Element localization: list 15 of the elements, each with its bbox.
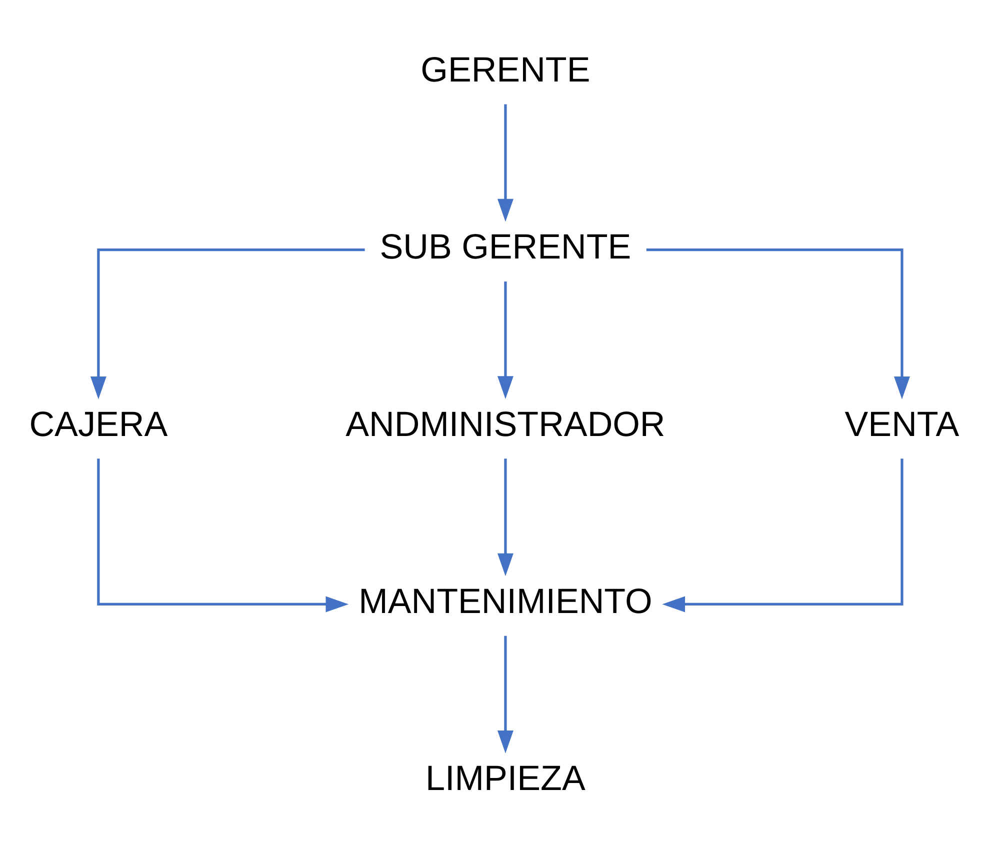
node-text: LIMPIEZA <box>426 759 586 798</box>
arrow <box>497 636 514 754</box>
node-text: VENTA <box>844 404 960 444</box>
node-text: CAJERA <box>29 404 168 444</box>
arrow <box>646 248 910 400</box>
arrow <box>97 458 349 612</box>
arrow <box>662 458 904 612</box>
arrow <box>497 458 514 576</box>
node-text: GERENTE <box>420 50 590 90</box>
arrow <box>497 281 514 399</box>
node-text: ANDMINISTRADOR <box>346 404 666 444</box>
arrow <box>497 104 514 222</box>
node-text: MANTENIMIENTO <box>358 582 652 621</box>
node-text: SUB GERENTE <box>380 228 632 267</box>
arrow <box>90 248 365 400</box>
